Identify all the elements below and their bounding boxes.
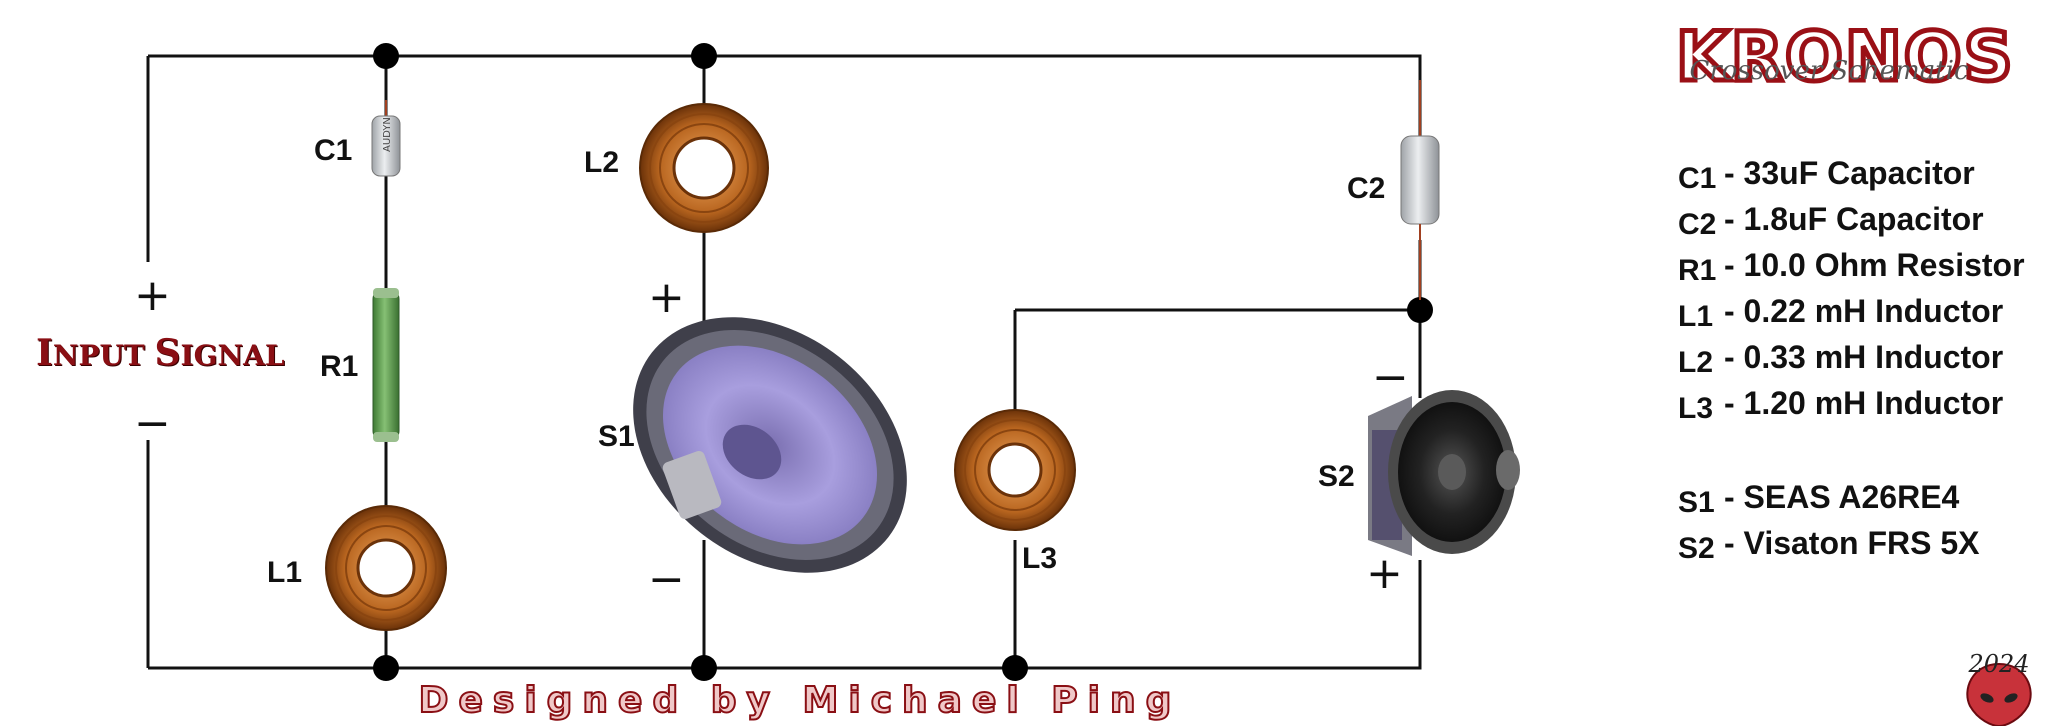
legend-row: C2- 1.8uF Capacitor xyxy=(1678,196,2038,242)
speaker-s2-tweeter xyxy=(1368,390,1520,556)
svg-text:AUDYN: AUDYN xyxy=(382,117,393,152)
legend-desc: - Visaton FRS 5X xyxy=(1724,525,1980,561)
inductor-l3 xyxy=(954,409,1076,531)
s2-minus-sign: − xyxy=(1372,352,1409,403)
junction-dot xyxy=(691,655,717,681)
input-minus-sign: − xyxy=(134,398,171,449)
junction-dot xyxy=(1407,297,1433,323)
wire-bottom-rail xyxy=(148,560,1422,670)
legend-row: L3 - 1.20 mH Inductor xyxy=(1678,380,2038,426)
label-c2: C2 xyxy=(1347,172,1385,205)
legend-code: L3 xyxy=(1678,392,1714,425)
legend-desc: - 0.22 mH Inductor xyxy=(1724,293,2004,329)
legend-row: S2 - Visaton FRS 5X xyxy=(1678,520,2038,566)
label-l2: L2 xyxy=(584,146,619,179)
label-c1: C1 xyxy=(314,134,352,167)
label-l3: L3 xyxy=(1022,542,1057,575)
input-signal-initial-s: S xyxy=(154,332,181,374)
junction-dot xyxy=(691,43,717,69)
designer-credit: Designed by Michael Ping xyxy=(418,679,1182,722)
legend-row: C1- 33uF Capacitor xyxy=(1678,150,2038,196)
input-signal-label: INPUT SIGNAL xyxy=(36,332,285,374)
legend-code: C1 xyxy=(1678,162,1717,195)
legend-spacer xyxy=(1678,426,2038,474)
legend-desc: - 0.33 mH Inductor xyxy=(1724,339,2004,375)
component-labels: C1 C2 R1 L1 L2 L3 S1 S2 xyxy=(267,134,1385,589)
input-plus-sign: + xyxy=(134,270,171,321)
parts-legend: C1- 33uF Capacitor C2- 1.8uF Capacitor R… xyxy=(1678,150,2038,566)
s1-plus-sign: + xyxy=(648,272,685,323)
legend-code: L1 xyxy=(1678,300,1714,333)
junction-dot xyxy=(373,655,399,681)
legend-code: S1 xyxy=(1678,486,1715,519)
s2-plus-sign: + xyxy=(1366,548,1403,599)
inductor-l1 xyxy=(325,505,447,631)
s1-minus-sign: − xyxy=(648,554,685,605)
legend-row: L2 - 0.33 mH Inductor xyxy=(1678,334,2038,380)
capacitor-c1: AUDYN xyxy=(371,100,401,177)
legend-row: L1 - 0.22 mH Inductor xyxy=(1678,288,2038,334)
speaker-s1-woofer xyxy=(633,317,907,573)
legend-code: L2 xyxy=(1678,346,1714,379)
label-l1: L1 xyxy=(267,556,302,589)
polarity-signs: + − + − − + xyxy=(134,270,1409,605)
label-s1: S1 xyxy=(598,420,635,453)
legend-desc: - SEAS A26RE4 xyxy=(1724,479,1960,515)
legend-desc: - 10.0 Ohm Resistor xyxy=(1724,247,2025,283)
junction-dot xyxy=(1002,655,1028,681)
resistor-r1 xyxy=(372,288,400,442)
label-r1: R1 xyxy=(320,350,358,383)
junctions xyxy=(373,43,1433,681)
label-s2: S2 xyxy=(1318,460,1355,493)
brand-name: KRONOS xyxy=(1674,16,2016,100)
legend-desc: - 1.8uF Capacitor xyxy=(1724,201,1984,237)
input-signal-initial-i: I xyxy=(36,332,53,374)
legend-row: S1 - SEAS A26RE4 xyxy=(1678,474,2038,520)
brand-subtitle: Crossover Schematic xyxy=(1689,56,1969,86)
legend-desc: - 33uF Capacitor xyxy=(1724,155,1975,191)
input-signal-rest-input: NPUT xyxy=(52,339,155,372)
legend-row: R1- 10.0 Ohm Resistor xyxy=(1678,242,2038,288)
legend-code: R1 xyxy=(1678,254,1717,287)
legend-desc: - 1.20 mH Inductor xyxy=(1724,385,2004,421)
input-signal-rest-signal: IGNAL xyxy=(180,339,285,372)
alien-head-icon xyxy=(1966,662,2032,726)
legend-code: S2 xyxy=(1678,532,1715,565)
wire-branch-l3 xyxy=(1013,308,1420,668)
legend-code: C2 xyxy=(1678,208,1717,241)
brand-logo: KRONOS Crossover Schematic xyxy=(1674,16,2016,100)
junction-dot xyxy=(373,43,399,69)
capacitor-c2 xyxy=(1400,80,1440,300)
year-label: 2024 xyxy=(1968,650,2030,678)
inductor-l2 xyxy=(639,103,769,233)
